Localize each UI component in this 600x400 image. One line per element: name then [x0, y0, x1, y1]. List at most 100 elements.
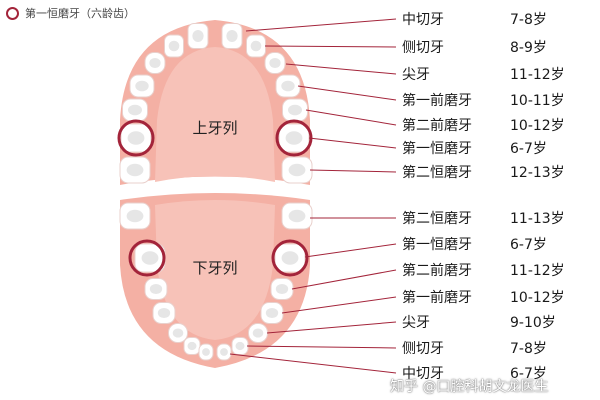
tooth-name: 第一恒磨牙 — [402, 141, 472, 157]
tooth-name: 第一前磨牙 — [402, 93, 472, 109]
upper-tooth-shade — [288, 163, 306, 177]
eruption-age: 6-7岁 — [510, 237, 547, 253]
lower-tooth-label-row: 中切牙 6-7岁 — [402, 364, 592, 382]
first-molar-marker-lower-right — [271, 239, 309, 277]
lower-tooth-shade — [275, 283, 289, 295]
lower-tooth-molar — [119, 202, 151, 230]
lower-tooth-premolar — [144, 278, 168, 300]
tooth-name: 中切牙 — [402, 12, 444, 28]
eruption-age: 9-10岁 — [510, 315, 556, 331]
eruption-age: 10-11岁 — [510, 93, 565, 109]
lower-leader-line — [281, 296, 397, 314]
upper-leader-line — [305, 109, 397, 126]
lower-tooth-label-row: 第一恒磨牙 6-7岁 — [402, 235, 592, 253]
upper-tooth-label-row: 中切牙 7-8岁 — [402, 10, 592, 28]
first-molar-marker-upper-left — [117, 119, 155, 157]
eruption-age: 7-8岁 — [510, 341, 547, 357]
upper-tooth-shade — [126, 163, 144, 177]
lower-tooth-shade — [149, 283, 163, 295]
upper-tooth-shade — [192, 30, 204, 42]
eruption-age: 7-8岁 — [510, 12, 547, 28]
lower-tooth-shade — [172, 328, 184, 338]
upper-tooth-label-row: 尖牙 11-12岁 — [402, 65, 592, 83]
tooth-name: 第一恒磨牙 — [402, 237, 472, 253]
legend-circle-icon — [6, 6, 19, 20]
legend-text: 第一恒磨牙（六龄齿） — [25, 7, 135, 20]
eruption-age: 8-9岁 — [510, 40, 547, 56]
lower-tooth-incisor — [216, 343, 232, 361]
lower-tooth-label-row: 侧切牙 7-8岁 — [402, 339, 592, 357]
eruption-age: 11-12岁 — [510, 67, 565, 83]
lower-tooth-shade — [202, 348, 210, 356]
lower-leader-line — [229, 353, 397, 374]
upper-tooth-shade — [250, 40, 262, 52]
eruption-age: 12-13岁 — [510, 165, 565, 181]
lower-tongue-area — [155, 200, 275, 340]
upper-tooth-molar — [120, 123, 152, 153]
tooth-name: 尖牙 — [402, 315, 430, 331]
tooth-name: 第二恒磨牙 — [402, 211, 472, 227]
upper-leader-line — [285, 63, 397, 75]
upper-tooth-molar — [278, 123, 310, 153]
lower-tooth-shade — [265, 307, 279, 319]
lower-tooth-premolar — [260, 302, 284, 324]
upper-tooth-shade — [135, 80, 149, 92]
upper-tooth-label-row: 第一恒磨牙 6-7岁 — [402, 139, 592, 157]
lower-leader-line — [304, 243, 397, 258]
upper-arch-label: 上牙列 — [192, 119, 237, 137]
lower-tooth-shade — [252, 328, 264, 338]
upper-tooth-shade — [285, 131, 303, 145]
lower-leader-line — [291, 269, 397, 290]
lower-arch-label: 下牙列 — [192, 259, 237, 277]
upper-tooth-molar — [281, 156, 313, 184]
upper-tooth-molar — [119, 156, 151, 184]
upper-leader-line — [297, 85, 397, 101]
lower-tooth-shade — [141, 251, 159, 265]
lower-tooth-shade — [157, 307, 171, 319]
tooth-name: 第二恒磨牙 — [402, 165, 472, 181]
tooth-name: 尖牙 — [402, 67, 430, 83]
tooth-name: 中切牙 — [402, 366, 444, 382]
upper-tooth-shade — [168, 40, 180, 52]
lower-tooth-premolar — [270, 278, 294, 300]
upper-tooth-incisor — [187, 23, 209, 49]
lower-leader-line — [266, 321, 397, 334]
upper-tooth-canine — [144, 52, 166, 74]
eruption-age: 6-7岁 — [510, 141, 547, 157]
tooth-name: 侧切牙 — [402, 341, 444, 357]
upper-tooth-premolar — [282, 98, 308, 122]
upper-tooth-premolar — [122, 98, 148, 122]
watermark: 知乎 @口腔科胡文龙医生 — [390, 379, 549, 395]
upper-tooth-incisor — [246, 34, 266, 58]
lower-tooth-shade — [235, 341, 245, 351]
lower-tooth-label-row: 尖牙 9-10岁 — [402, 313, 592, 331]
tooth-name: 第二前磨牙 — [402, 118, 472, 134]
lower-tooth-molar — [274, 243, 306, 273]
upper-tooth-shade — [128, 104, 142, 116]
lower-tooth-shade — [281, 251, 299, 265]
upper-tooth-label-row: 第二恒磨牙 12-13岁 — [402, 163, 592, 181]
upper-tooth-premolar — [129, 74, 155, 98]
first-molar-marker-lower-left — [128, 239, 166, 277]
eruption-age: 6-7岁 — [510, 366, 547, 382]
lower-tooth-incisor — [231, 337, 249, 355]
upper-palate — [155, 47, 275, 182]
upper-tooth-premolar — [275, 74, 301, 98]
upper-tooth-incisor — [164, 34, 184, 58]
eruption-age: 11-12岁 — [510, 263, 565, 279]
eruption-age: 10-12岁 — [510, 290, 565, 306]
upper-arch: 上牙列 — [120, 20, 310, 185]
lower-tooth-molar — [134, 243, 166, 273]
legend: 第一恒磨牙（六龄齿） — [6, 4, 135, 22]
lower-tooth-canine — [248, 323, 268, 343]
upper-tooth-shade — [288, 104, 302, 116]
upper-tooth-shade — [226, 30, 238, 42]
upper-leader-line — [308, 137, 397, 149]
upper-tooth-shade — [127, 131, 145, 145]
